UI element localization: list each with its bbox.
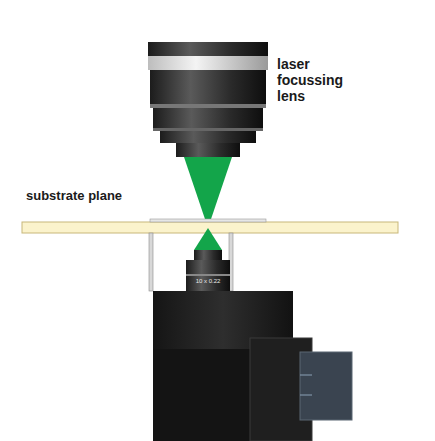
laser-beam (184, 157, 232, 228)
support-posts (149, 233, 233, 291)
sample-holder (150, 219, 266, 222)
microscope-objective (186, 250, 230, 292)
focussing-lens (148, 42, 268, 157)
part-label: substrate plane (26, 189, 186, 203)
transmitted-beam (194, 228, 222, 250)
camera (153, 291, 352, 441)
part-label: laser focussing lens (277, 56, 355, 104)
objective-marking: 10 x 0.22 (188, 278, 228, 284)
